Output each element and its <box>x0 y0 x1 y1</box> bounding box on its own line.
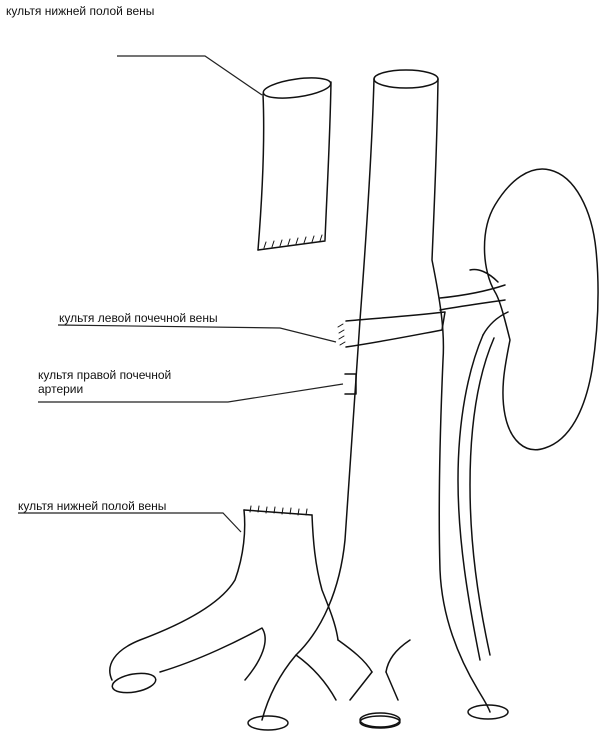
label-right-renal-artery-stump: культя правой почечной артерии <box>38 368 171 396</box>
leader-line-left-renal-vein <box>58 325 336 342</box>
label-right-renal-artery-line1: культя правой почечной <box>38 368 171 382</box>
label-ivc-stump-bottom: культя нижней полой вены <box>18 499 166 513</box>
ureter <box>458 335 494 660</box>
suture-marks-renal-vein <box>338 324 345 345</box>
label-ivc-stump-top: культя нижней полой вены <box>6 4 154 18</box>
label-left-renal-vein-stump: культя левой почечной вены <box>59 311 218 325</box>
ivc-stump-top-segment <box>258 74 332 250</box>
ivc-stump-bottom <box>110 506 400 728</box>
aorta <box>248 70 508 730</box>
leader-lines <box>18 56 343 532</box>
leader-line-ivc-bottom <box>18 513 241 532</box>
suture-marks-bottom <box>250 506 307 515</box>
label-right-renal-artery-line2: артерии <box>38 382 171 396</box>
leader-line-ivc-top <box>117 56 262 95</box>
